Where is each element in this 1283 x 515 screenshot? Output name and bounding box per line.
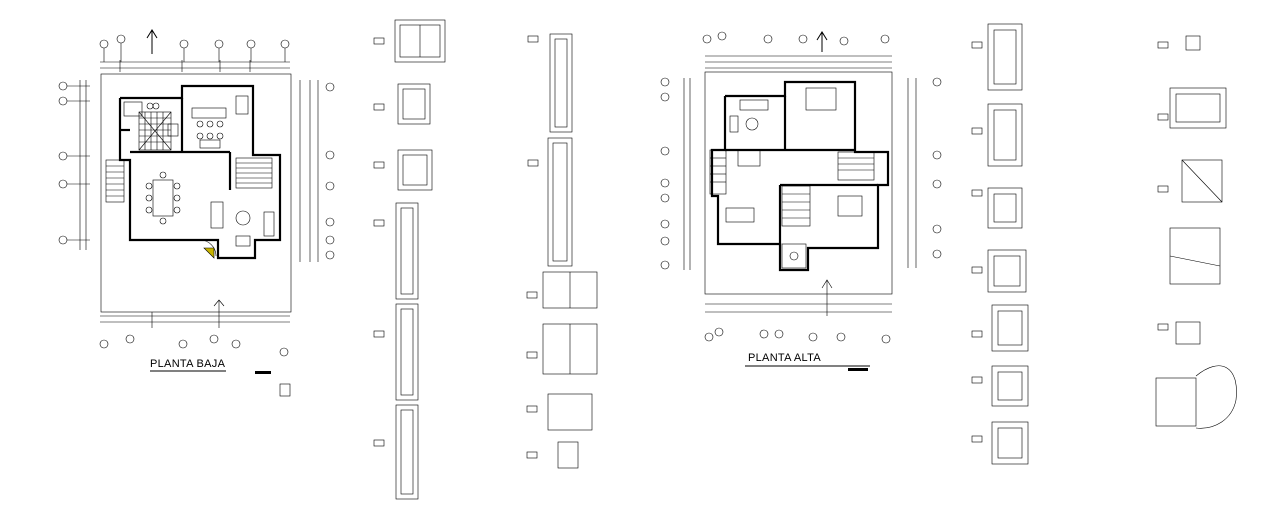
upper-bathroom [737, 149, 807, 269]
upper-grid-bubbles-right [907, 77, 942, 268]
upper-grid-bubbles-left [660, 77, 691, 270]
ground-floor-title: PLANTA BAJA [150, 358, 226, 370]
upper-dimension-lines-bottom [705, 279, 892, 316]
upper-lot-boundary [704, 71, 893, 295]
window-elevation-column-1 [394, 19, 446, 500]
dimension-lines-bottom [100, 299, 290, 328]
upper-dimension-lines-top [705, 55, 892, 69]
upper-grid-bubbles-bottom [704, 327, 891, 344]
entrance-door [199, 239, 217, 259]
section-tags [373, 35, 1169, 459]
upper-floor-plan: PLANTA ALTA [660, 31, 942, 371]
kitchen-tile-pattern [123, 101, 179, 151]
upper-scale-bar [848, 368, 868, 371]
grid-bubbles-top [99, 34, 290, 62]
lot-boundary [100, 73, 292, 313]
scale-bar [255, 371, 271, 374]
living-room-furniture [191, 95, 249, 149]
upper-north-arrow-icon [816, 31, 828, 52]
left-patio-stair [105, 159, 125, 203]
dimension-lines-top [100, 60, 290, 72]
upper-stairs [709, 149, 875, 227]
door-elevation-column-2 [542, 33, 598, 469]
upper-floor-title: PLANTA ALTA [748, 352, 821, 364]
ground-floor-plan: PLANTA BAJA [58, 29, 335, 397]
upper-floor-walls [710, 80, 890, 272]
dining-table [145, 171, 181, 225]
sofa-set [210, 201, 275, 247]
upper-bedroom-furniture [725, 87, 863, 223]
grid-bubbles-left [58, 80, 90, 250]
section-detail-column-4 [1155, 35, 1237, 429]
grid-bubbles-right [299, 80, 335, 262]
ground-floor-walls [118, 84, 282, 260]
upper-grid-bubbles-top [702, 31, 890, 46]
grid-bubbles-bottom [99, 334, 289, 357]
ground-floor-stair [235, 157, 273, 189]
window-detail-column-3 [987, 23, 1029, 465]
north-arrow-icon [146, 29, 158, 54]
detail-marker [279, 383, 291, 397]
